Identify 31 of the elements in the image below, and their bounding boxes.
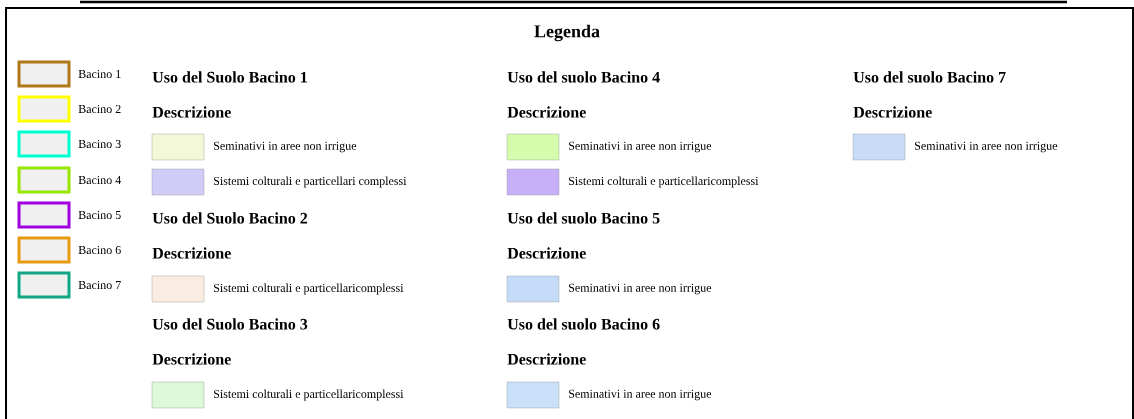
legend-label: Bacino 3	[78, 139, 121, 148]
section-heading: Uso del Suolo Bacino 1	[152, 71, 307, 83]
legend-label: Bacino 6	[78, 245, 121, 254]
legend-label: Bacino 1	[78, 69, 121, 78]
column-heading: Descrizione	[853, 106, 932, 118]
legend-label: Sistemi colturali e particellari complessi	[214, 176, 407, 188]
legend-label: Bacino 4	[78, 175, 122, 184]
column-heading: Descrizione	[507, 353, 586, 365]
legend-label: Sistemi colturali e particellaricomplessi	[214, 389, 404, 401]
column-heading: Descrizione	[507, 106, 586, 118]
column-heading: Descrizione	[152, 353, 231, 365]
legend-label: Sistemi colturali e particellaricomplessi	[569, 176, 759, 188]
column-heading: Descrizione	[507, 247, 586, 259]
column-heading: Descrizione	[152, 247, 231, 259]
section-heading: Uso del suolo Bacino 6	[507, 318, 660, 330]
section-heading: Uso del suolo Bacino 5	[507, 212, 660, 224]
legend-label: Seminativi in aree non irrigue	[569, 389, 712, 401]
legend-title: Legenda	[534, 24, 600, 42]
legend-label: Seminativi in aree non irrigue	[569, 141, 712, 153]
legend-label: Seminativi in aree non irrigue	[214, 141, 357, 153]
section-heading: Uso del Suolo Bacino 2	[152, 212, 308, 224]
section-heading: Uso del suolo Bacino 4	[507, 71, 660, 83]
section-heading: Uso del Suolo Bacino 3	[152, 318, 308, 330]
legend-label: Bacino 2	[78, 104, 121, 113]
section-heading: Uso del suolo Bacino 7	[853, 71, 1006, 83]
legend-label: Seminativi in aree non irrigue	[915, 141, 1058, 153]
column-heading: Descrizione	[152, 106, 231, 118]
legend-label: Bacino 5	[78, 210, 121, 219]
legend-label: Sistemi colturali e particellaricomplessi	[214, 283, 404, 295]
legend-label: Seminativi in aree non irrigue	[569, 283, 712, 295]
legend-label: Bacino 7	[78, 280, 121, 289]
